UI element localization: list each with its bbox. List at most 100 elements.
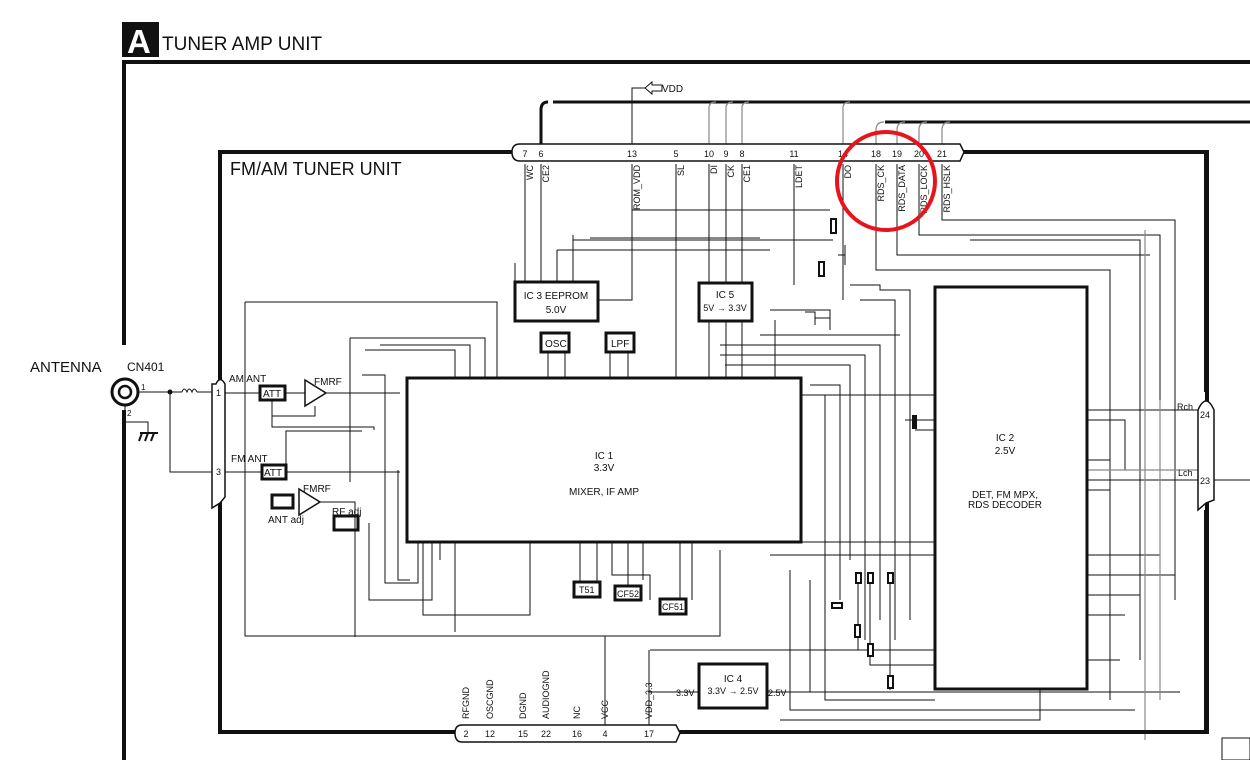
t51-block xyxy=(572,580,602,599)
right-connector xyxy=(1197,400,1215,512)
t51-label: T51 xyxy=(579,585,595,595)
bottom-pin-signal: NC xyxy=(572,706,582,719)
ic4-voltage: 3.3V → 2.5V xyxy=(707,686,758,696)
top-pin-signal: ROM_VDD xyxy=(632,165,642,211)
osc-label: OSC xyxy=(545,339,567,350)
resistor-icon xyxy=(867,643,874,657)
top-pin-number: 6 xyxy=(538,149,543,159)
att1-label: ATT xyxy=(263,389,281,400)
fmrf1-label: FMRF xyxy=(314,377,342,388)
bottom-pin-number: 12 xyxy=(485,729,495,739)
left-connector xyxy=(211,378,226,510)
capacitor-icon xyxy=(912,415,917,429)
ic1-name: IC 1 xyxy=(595,451,614,462)
top-pin-number: 9 xyxy=(723,149,728,159)
top-pin-signal: WC xyxy=(525,165,535,180)
right-pin-23: 23 xyxy=(1200,476,1210,486)
fm-ant-label: FM ANT xyxy=(231,454,268,465)
top-pin-number: 18 xyxy=(871,149,881,159)
bottom-pin-signal: DGND xyxy=(518,692,528,719)
top-pin-signal: CK xyxy=(726,165,736,178)
resistor-icon xyxy=(854,624,861,638)
left-pin-1: 1 xyxy=(216,388,221,398)
bottom-pin-number: 4 xyxy=(602,729,607,739)
cf52-block xyxy=(613,584,643,602)
lch-label: Lch xyxy=(1178,468,1193,478)
ic2-name: IC 2 xyxy=(996,433,1015,444)
unit-letter: A xyxy=(127,23,151,60)
resistor-icon xyxy=(830,218,837,234)
bottom-pin-number: 22 xyxy=(541,729,551,739)
vdd-label: VDD xyxy=(662,84,683,95)
ic1-block xyxy=(405,376,803,544)
ic1-function: MIXER, IF AMP xyxy=(569,487,639,498)
ic3-voltage: 5.0V xyxy=(546,305,567,316)
top-pin-signal: CE1 xyxy=(742,165,752,183)
highlight-circle xyxy=(835,130,937,232)
rf-adj-label: RF adj xyxy=(332,507,361,518)
ic5-voltage: 5V → 3.3V xyxy=(703,303,747,313)
ic3-name: IC 3 EEPROM xyxy=(524,291,588,302)
top-pin-number: 19 xyxy=(892,149,902,159)
ic5-name: IC 5 xyxy=(716,290,735,301)
cf51-block xyxy=(658,597,688,616)
top-pin-signal: CE2 xyxy=(541,165,551,183)
inductor-icon xyxy=(181,388,198,394)
fmrf2-label: FMRF xyxy=(303,484,331,495)
ic4-input-label: 3.3V xyxy=(676,688,695,698)
vdd-arrow-icon xyxy=(644,80,663,96)
cf51-label: CF51 xyxy=(662,602,684,612)
am-ant-label: AM ANT xyxy=(229,374,266,385)
top-pin-signal: SL xyxy=(676,165,686,176)
lpf-block xyxy=(604,331,636,354)
bottom-connector xyxy=(454,724,681,743)
transistor-icon xyxy=(838,245,846,265)
unit-letter-badge xyxy=(122,22,159,57)
top-bus xyxy=(539,100,1250,145)
top-pin-signal: DO xyxy=(843,165,853,179)
ic3-eeprom-block xyxy=(513,280,600,323)
ic4-block xyxy=(697,662,769,710)
rf-adj-block xyxy=(332,514,360,532)
top-pin-number: 13 xyxy=(627,149,637,159)
top-pin-signal: DI xyxy=(709,165,719,174)
resistor-icon xyxy=(831,602,843,609)
cf52-label: CF52 xyxy=(617,589,639,599)
ic2-voltage: 2.5V xyxy=(995,446,1016,457)
right-pin-24: 24 xyxy=(1200,410,1210,420)
ic2-function-1: DET, FM MPX, xyxy=(972,490,1038,501)
ic4-output-label: 2.5V xyxy=(768,688,787,698)
ground-icon xyxy=(138,432,158,442)
antenna-pin-2: 2 xyxy=(127,409,132,418)
antenna-pin-1: 1 xyxy=(141,383,146,392)
att2-block xyxy=(260,463,288,481)
tuner-unit-title: FM/AM TUNER UNIT xyxy=(230,159,402,179)
left-pin-3: 3 xyxy=(216,467,221,477)
bottom-pin-signal: AUDIOGND xyxy=(541,670,551,719)
top-pin-signal: RDS_DATA xyxy=(897,165,907,212)
ic2-function-2: RDS DECODER xyxy=(968,500,1042,511)
bottom-pin-number: 2 xyxy=(463,729,468,739)
att2-label: ATT xyxy=(264,468,282,479)
ant-adj-label: ANT adj xyxy=(268,515,304,526)
bottom-pin-signal: VCC xyxy=(600,699,610,719)
top-pin-number: 8 xyxy=(739,149,744,159)
bottom-pin-signal: VDD_3.3 xyxy=(644,682,654,719)
ic5-block xyxy=(697,281,754,323)
bottom-pin-number: 15 xyxy=(518,729,528,739)
fmrf1-amp-icon xyxy=(304,378,328,408)
bottom-connector-pins: 2RFGND12OSCGND15DGND22AUDIOGND16NC4VCC17… xyxy=(461,670,654,739)
top-pin-number: 5 xyxy=(673,149,678,159)
resistor-icon xyxy=(887,675,894,689)
unit-title: TUNER AMP UNIT xyxy=(162,34,323,55)
outer-frame xyxy=(122,60,1250,760)
top-pin-signal: LDET xyxy=(794,165,804,189)
bottom-pin-number: 17 xyxy=(644,729,654,739)
ic1-voltage: 3.3V xyxy=(594,463,615,474)
ic4-name: IC 4 xyxy=(724,674,743,685)
top-pin-number: 10 xyxy=(704,149,714,159)
top-pin-number: 11 xyxy=(789,149,798,159)
fmrf2-amp-icon xyxy=(298,487,322,517)
top-pin-signal: RDS_HSLK xyxy=(942,165,952,213)
